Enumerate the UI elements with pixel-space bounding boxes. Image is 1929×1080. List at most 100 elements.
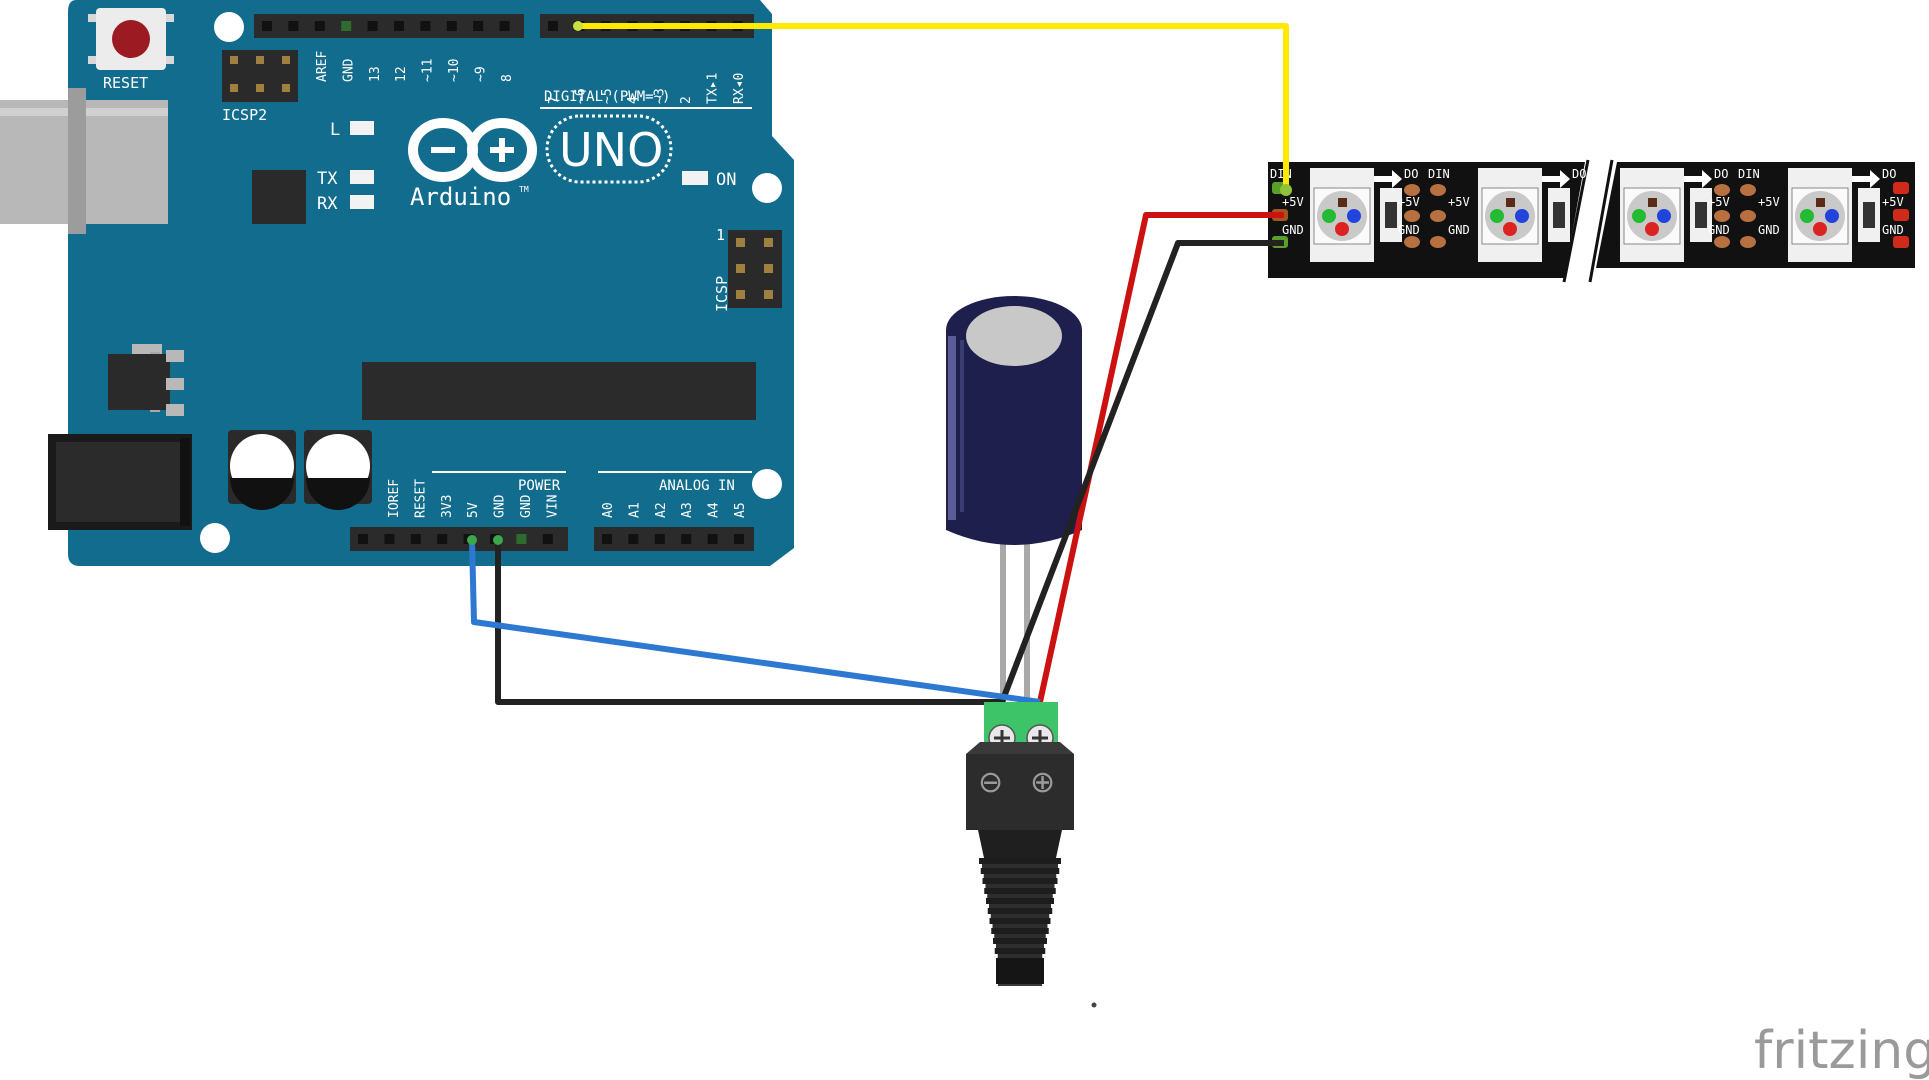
jack-minus-symbol: ⊖ — [978, 765, 1003, 800]
power-pin-label: IOREF — [387, 479, 402, 518]
led-rx — [350, 195, 374, 209]
pin-socket[interactable] — [707, 534, 718, 544]
analog-pin-label: A5 — [733, 502, 748, 518]
pin-socket[interactable] — [420, 21, 431, 31]
digital-pin-label: 13 — [368, 66, 383, 82]
led-l — [350, 121, 374, 135]
reset-button[interactable] — [88, 8, 174, 70]
led-on — [682, 171, 708, 185]
analog-header-label: ANALOG IN — [659, 478, 735, 494]
arduino-logo — [408, 114, 673, 184]
strip-5v-label: +5V — [1708, 195, 1730, 209]
power-pin-label: 5V — [466, 502, 481, 518]
led-cell: DO — [1478, 167, 1586, 262]
digital-pin-label: ~6 — [573, 88, 588, 104]
digital-pin-label: GND — [341, 58, 356, 82]
pin-socket[interactable] — [341, 21, 352, 31]
pin-socket[interactable] — [288, 21, 299, 31]
pin-socket[interactable] — [628, 534, 639, 544]
digital-pin-label: ~11 — [421, 59, 436, 82]
led-tx — [350, 170, 374, 184]
icsp-header — [728, 230, 782, 308]
led-on-label: ON — [716, 170, 736, 190]
strip-din-label: DIN — [1738, 167, 1760, 181]
pin-socket[interactable] — [499, 21, 510, 31]
strip-5v-label: +5V — [1882, 195, 1904, 209]
board-capacitor — [228, 430, 296, 510]
strip-end-pad — [1893, 209, 1909, 221]
pin-socket[interactable] — [446, 21, 457, 31]
icsp2-label: ICSP2 — [222, 106, 267, 124]
strip-5v-label: +5V — [1282, 195, 1304, 209]
icsp-pin1-label: 1 — [716, 226, 725, 244]
pin-socket[interactable] — [314, 21, 325, 31]
strip-5v-label: +5V — [1448, 195, 1470, 209]
pin-socket[interactable] — [473, 21, 484, 31]
pin-socket[interactable] — [262, 21, 272, 31]
analog-pin-label: A0 — [601, 502, 616, 518]
dc-jack-adapter: ⊖ ⊕ — [966, 702, 1074, 986]
digital-pin-label: ~9 — [473, 66, 488, 82]
usb-connector — [0, 88, 168, 234]
icsp-label: ICSP — [713, 276, 731, 312]
pin-socket[interactable] — [548, 21, 558, 31]
pin-socket[interactable] — [516, 534, 527, 544]
pin-socket[interactable] — [602, 534, 612, 544]
mounting-hole — [752, 173, 782, 203]
strip-din-label: DIN — [1428, 167, 1450, 181]
strip-end-pad — [1893, 182, 1909, 194]
pin-socket[interactable] — [394, 21, 404, 31]
wire-power — [1037, 212, 1284, 703]
analog-header — [594, 527, 754, 551]
digital-pin-label: 2 — [679, 96, 694, 104]
digital-pin-label: 8 — [500, 74, 515, 82]
microcontroller-chip — [362, 362, 756, 420]
analog-pin-label: A4 — [707, 502, 722, 518]
power-header-label: POWER — [518, 478, 561, 494]
analog-pin-label: A1 — [627, 502, 642, 518]
digital-pin-label: 12 — [394, 66, 409, 82]
pin-socket[interactable] — [542, 534, 553, 544]
pin-socket[interactable] — [384, 534, 395, 544]
pin-socket[interactable] — [654, 534, 665, 544]
wires — [467, 21, 1292, 705]
digital-pin-label: ~3 — [653, 88, 668, 104]
digital-pin-label: RX◂0 — [732, 73, 747, 104]
pin-socket[interactable] — [437, 534, 448, 544]
strip-break-line — [1588, 159, 1614, 283]
power-pin-label: RESET — [413, 479, 428, 518]
digital-pin-label: TX▸1 — [705, 73, 720, 104]
strip-5v-label: +5V — [1398, 195, 1420, 209]
digital-pin-label: ~10 — [447, 59, 462, 82]
logo-uno: UNO — [559, 123, 663, 177]
wire-signal — [578, 23, 1289, 190]
pin-socket[interactable] — [410, 534, 421, 544]
strip-end-pad — [1893, 236, 1909, 248]
pin-socket[interactable] — [681, 534, 692, 544]
jack-plus-symbol: ⊕ — [1030, 765, 1055, 800]
digital-header-label: DIGITAL (PWM=~) — [544, 89, 670, 105]
led-rx-label: RX — [317, 194, 338, 214]
pin-socket[interactable] — [358, 534, 368, 544]
power-pin-label: 3V3 — [440, 495, 455, 518]
pin-socket[interactable] — [734, 534, 744, 544]
mounting-hole — [752, 469, 782, 499]
pin-socket[interactable] — [367, 21, 378, 31]
strip-break-line — [1562, 159, 1590, 283]
bottom-pin-sockets — [358, 534, 744, 544]
wire-joint — [493, 535, 503, 545]
fritzing-watermark: fritzing — [1754, 1021, 1929, 1080]
wire-ground-strip — [999, 240, 1284, 704]
usb-chip — [252, 170, 306, 224]
strip-gnd-label: GND — [1282, 223, 1304, 237]
digital-pin-label: 4 — [626, 96, 641, 104]
reset-label: RESET — [103, 74, 148, 92]
strip-gnd-label: GND — [1882, 223, 1904, 237]
strip-5v-label: +5V — [1758, 195, 1780, 209]
power-pin-label: GND — [493, 494, 508, 518]
